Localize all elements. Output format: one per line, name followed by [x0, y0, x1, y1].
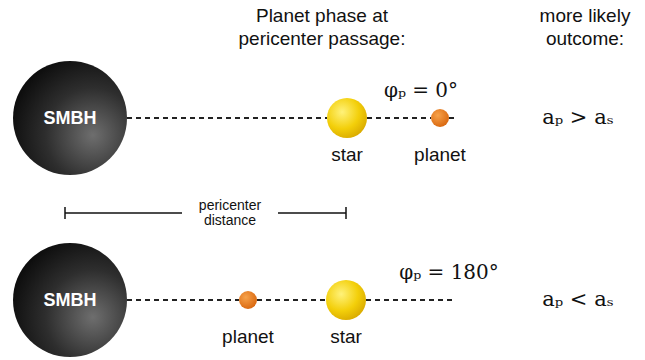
dashed-axis — [127, 117, 327, 119]
dashed-axis — [127, 299, 239, 301]
star-circle: star — [327, 98, 367, 138]
node-shape — [239, 291, 257, 309]
phase-label: φₚ = 0° — [384, 78, 458, 102]
dashed-axis — [367, 117, 431, 119]
node-shape — [327, 98, 367, 138]
node-caption: planet — [414, 144, 466, 166]
star-circle — [326, 280, 366, 320]
outcome-formula: aₚ > aₛ — [542, 105, 613, 130]
node-shape — [326, 280, 366, 320]
star-circle — [327, 98, 367, 138]
black-hole-circle — [13, 243, 127, 357]
dashed-axis — [257, 299, 326, 301]
star-circle: star — [326, 280, 366, 320]
planet-circle — [239, 291, 257, 309]
column-heading: more likely outcome: — [525, 5, 645, 51]
planet-circle — [431, 109, 449, 127]
bracket-tick — [345, 207, 347, 219]
phase-label: φₚ = 180° — [399, 260, 499, 284]
black-hole-circle: SMBH — [13, 243, 127, 357]
column-heading: Planet phase at pericenter passage: — [212, 5, 432, 51]
outcome-formula: aₚ < aₛ — [542, 287, 613, 312]
node-title: SMBH — [44, 108, 97, 129]
black-hole-circle — [13, 61, 127, 175]
node-shape — [431, 109, 449, 127]
axis-extension — [449, 117, 456, 119]
planet-circle: planet — [239, 291, 257, 309]
bracket-tick — [64, 207, 66, 219]
planet-circle: planet — [431, 109, 449, 127]
node-caption: star — [330, 326, 362, 348]
distance-label: pericenter distance — [182, 197, 278, 230]
node-title: SMBH — [44, 290, 97, 311]
black-hole-circle: SMBH — [13, 61, 127, 175]
axis-extension — [366, 299, 456, 301]
node-caption: planet — [222, 326, 274, 348]
node-caption: star — [331, 144, 363, 166]
